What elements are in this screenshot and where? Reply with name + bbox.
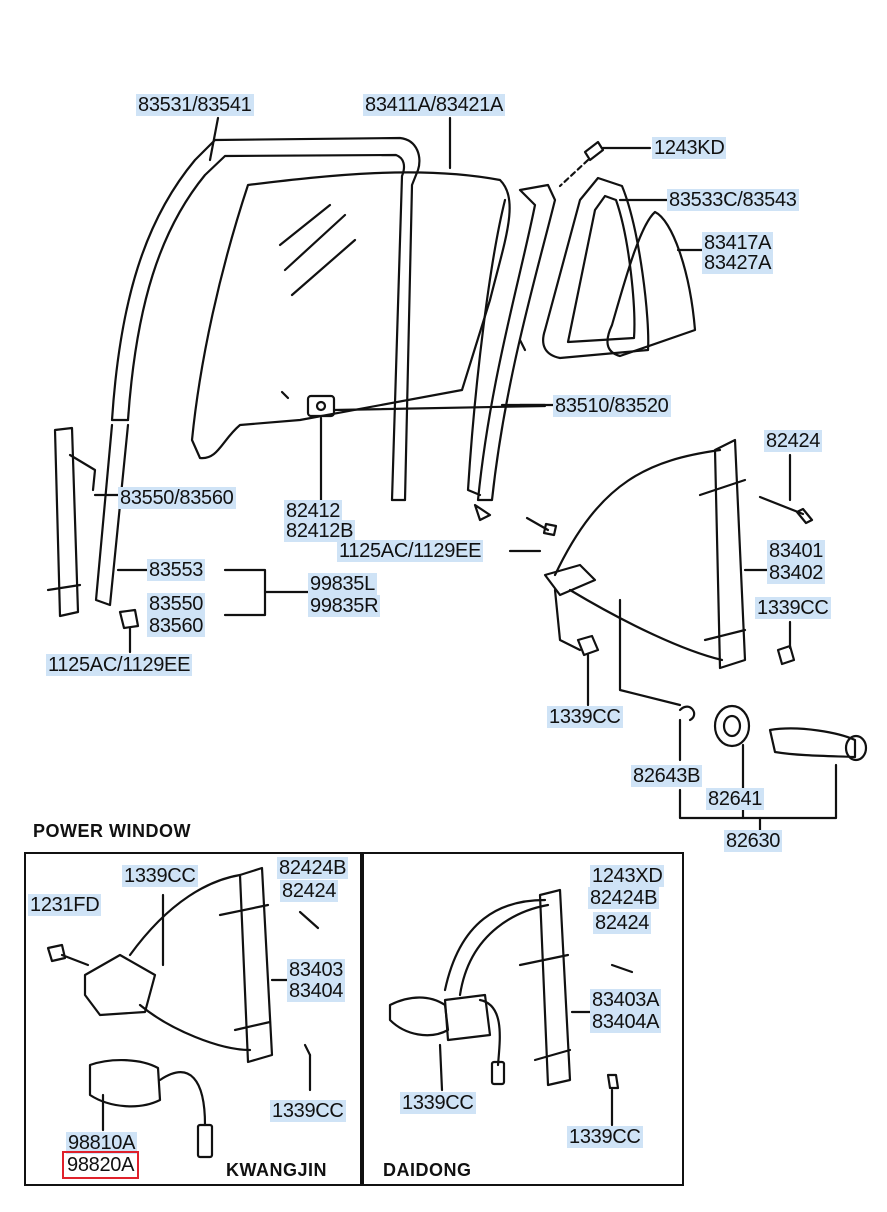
leader-lines xyxy=(116,116,792,650)
kwangjin-panel xyxy=(24,852,364,1186)
part-label-83510[interactable]: 83510/83520 xyxy=(553,395,671,417)
part-label-82412b[interactable]: 82412B xyxy=(284,520,356,542)
manual-regulator-part xyxy=(543,438,747,707)
part-label-83560[interactable]: 83560 xyxy=(147,615,206,637)
bolt-82424 xyxy=(758,495,814,525)
lower-channel-part xyxy=(94,423,130,607)
part-label-82643b[interactable]: 82643B xyxy=(631,765,703,787)
part-label-82412[interactable]: 82412 xyxy=(284,500,343,522)
dd-label-1339cc-right[interactable]: 1339CC xyxy=(567,1126,643,1148)
kw-label-83403[interactable]: 83403 xyxy=(287,959,346,981)
part-label-83553[interactable]: 83553 xyxy=(147,559,206,581)
part-label-1339cc-right[interactable]: 1339CC xyxy=(755,597,831,619)
dd-label-1243xd[interactable]: 1243XD xyxy=(590,865,665,887)
quarter-frame-part xyxy=(542,176,650,360)
kw-label-82424[interactable]: 82424 xyxy=(280,880,339,902)
part-label-83550-83560[interactable]: 83550/83560 xyxy=(118,487,236,509)
left-bracket-part xyxy=(46,426,122,618)
part-label-99835l[interactable]: 99835L xyxy=(308,573,377,595)
kw-label-1339cc-bottom[interactable]: 1339CC xyxy=(270,1100,346,1122)
kw-label-82424b[interactable]: 82424B xyxy=(277,857,349,879)
part-label-1339cc-mid[interactable]: 1339CC xyxy=(547,706,623,728)
part-label-99835r[interactable]: 99835R xyxy=(308,595,381,617)
dd-label-82424[interactable]: 82424 xyxy=(593,912,652,934)
part-label-82424[interactable]: 82424 xyxy=(764,430,823,452)
dd-label-1339cc-left[interactable]: 1339CC xyxy=(400,1092,476,1114)
nut-1339-right xyxy=(776,644,796,666)
quarter-glass-part xyxy=(606,210,697,358)
part-label-83401[interactable]: 83401 xyxy=(767,540,826,562)
part-label-83417a[interactable]: 83417A xyxy=(702,232,774,254)
kw-label-1339cc-top[interactable]: 1339CC xyxy=(122,865,198,887)
bolt-1243kd xyxy=(558,140,652,188)
daidong-panel xyxy=(360,852,684,1186)
door-glass-part xyxy=(190,171,511,460)
part-label-83427a[interactable]: 83427A xyxy=(702,252,774,274)
part-label-83531[interactable]: 83531/83541 xyxy=(136,94,254,116)
bolt-1125-mid xyxy=(525,516,558,537)
power-window-heading: POWER WINDOW xyxy=(33,821,191,841)
dd-label-83404a[interactable]: 83404A xyxy=(590,1011,662,1033)
part-label-83550[interactable]: 83550 xyxy=(147,593,206,615)
kw-label-98810a[interactable]: 98810A xyxy=(66,1132,138,1154)
part-label-83402[interactable]: 83402 xyxy=(767,562,826,584)
daidong-title: DAIDONG xyxy=(383,1160,472,1180)
part-label-83411a[interactable]: 83411A/83421A xyxy=(363,94,506,116)
nut-1339-mid xyxy=(576,634,600,707)
kw-label-1231fd[interactable]: 1231FD xyxy=(28,894,102,916)
kw-label-83404[interactable]: 83404 xyxy=(287,980,346,1002)
kwangjin-regulator-drawing xyxy=(46,866,320,1159)
handle-82630 xyxy=(678,727,868,832)
part-label-1125ac-mid[interactable]: 1125AC/1129EE xyxy=(337,540,484,562)
bolt-1125-left xyxy=(118,608,140,654)
kwangjin-title: KWANGJIN xyxy=(226,1160,328,1180)
rear-channel-part xyxy=(466,183,557,522)
kw-label-98820a-selected[interactable]: 98820A xyxy=(61,1151,140,1179)
dd-label-83403a[interactable]: 83403A xyxy=(590,989,662,1011)
part-label-83533c[interactable]: 83533C/83543 xyxy=(667,189,799,211)
daidong-regulator-drawing xyxy=(388,888,634,1127)
part-label-82630[interactable]: 82630 xyxy=(724,830,783,852)
washer-82641 xyxy=(713,704,751,792)
part-label-1243kd[interactable]: 1243KD xyxy=(652,137,727,159)
dd-label-82424b[interactable]: 82424B xyxy=(588,887,660,909)
clip-82643b xyxy=(678,705,696,762)
glass-bracket-part xyxy=(280,390,547,507)
part-label-82641[interactable]: 82641 xyxy=(706,788,765,810)
part-label-1125ac-left[interactable]: 1125AC/1129EE xyxy=(46,654,193,676)
door-frame-channel-part xyxy=(110,136,421,502)
